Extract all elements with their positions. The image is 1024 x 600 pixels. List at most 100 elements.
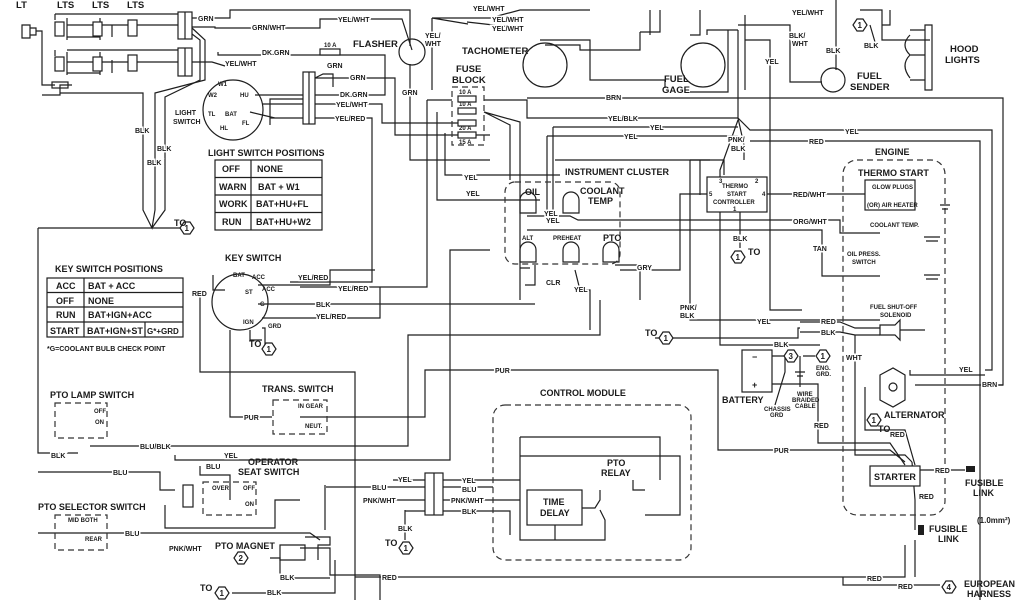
table-cell: WORK — [219, 199, 248, 209]
hood-lights-label: HOOD — [950, 44, 979, 55]
fuel-gage-symbol — [680, 42, 726, 88]
wire-label: YEL — [624, 134, 638, 141]
table-cell: BAT+HU+W2 — [256, 217, 311, 227]
key-switch-label: KEY SWITCH — [225, 253, 281, 263]
terminal-label: HU — [240, 93, 249, 99]
connector-number: 1 — [736, 253, 741, 262]
wire-label: DK.GRN — [262, 50, 290, 57]
table-cell: RUN — [222, 217, 242, 227]
wire-label: RED — [809, 139, 824, 146]
eng-grd-label: ENG. — [816, 366, 831, 372]
wire-label: RED — [814, 423, 829, 430]
fusible-link-label: FUSIBLE — [965, 478, 1004, 488]
wire-label: GRN/WHT — [252, 25, 286, 32]
pin-label: 4 — [762, 192, 766, 198]
light-switch-label: LIGHT — [175, 110, 197, 117]
trans-switch-label: TRANS. SWITCH — [262, 384, 334, 394]
terminal-label: G — [260, 302, 265, 308]
connector-number: 4 — [947, 583, 952, 592]
fusible-link-2 — [918, 525, 924, 535]
wire-label: WHT — [846, 355, 863, 362]
pto-magnet-symbol — [279, 536, 331, 561]
switch-position: OFF — [243, 486, 255, 492]
terminal-label: ST — [245, 290, 253, 296]
wire-label: YEL — [959, 367, 973, 374]
thermo-start-label: THERMO START — [858, 168, 929, 178]
seat-switch-label: OPERATOR — [248, 457, 299, 467]
wire-label: RED — [867, 576, 882, 583]
wire-label: WHT — [425, 41, 442, 48]
wire-label: YEL — [546, 218, 560, 225]
wire-label: CLR — [546, 280, 560, 287]
to-label: TO — [748, 247, 760, 257]
connector-number: 1 — [185, 224, 190, 233]
chassis-grd-label: GRD — [770, 413, 784, 419]
fuel-sender-label: FUEL — [857, 71, 882, 82]
wire-label: RED — [192, 291, 207, 298]
wire-label: GRN — [402, 90, 418, 97]
wire-label: PNK/WHT — [451, 498, 484, 505]
wire-label: YEL/WHT — [338, 17, 370, 24]
connector-1: 1TO — [866, 413, 890, 434]
air-heater-label: (OR) AIR HEATER — [867, 203, 918, 209]
connector-4: 4 — [941, 580, 957, 594]
switch-position: REAR — [85, 537, 103, 543]
light-switch-positions-table: LIGHT SWITCH POSITIONS OFF NONE WARN BAT… — [208, 148, 325, 231]
braided-cable-label: CABLE — [795, 404, 816, 410]
wire-label: YEL/WHT — [473, 6, 505, 13]
connector-1: 1TO — [200, 583, 230, 600]
ground-symbols — [795, 204, 950, 377]
table-cell: BAT + ACC — [88, 281, 136, 291]
pin-label: 1 — [733, 207, 737, 213]
alt-gauge-label: ALT — [522, 236, 534, 242]
hood-lights-label: LIGHTS — [945, 55, 980, 66]
thermo-controller-label: THERMO — [722, 184, 748, 190]
component-labels: LT LTS LTS LTS HOOD LIGHTS FLASHER TACHO… — [16, 0, 1015, 599]
light-switch-symbol — [202, 79, 264, 141]
time-delay-box — [526, 489, 583, 526]
braided-cable-label: BRAIDED — [792, 398, 820, 404]
wire-label: YEL/WHT — [492, 17, 524, 24]
fuel-sender-symbol — [820, 67, 846, 93]
connector-number: 2 — [239, 554, 244, 563]
wire-label: BLU — [206, 464, 220, 471]
switch-position: MID BOTH — [68, 518, 98, 524]
coolant-gauge-label: TEMP — [588, 196, 613, 206]
switch-position: ON — [245, 502, 254, 508]
terminal-label: TL — [208, 112, 216, 118]
lts-label: LTS — [92, 0, 109, 11]
connector-number: 1 — [858, 21, 863, 30]
wire-label: BLK — [733, 236, 747, 243]
time-delay-label: TIME — [543, 497, 565, 507]
fusible-link-1 — [966, 466, 975, 472]
fuse-block-label: BLOCK — [452, 75, 486, 86]
pto-lamp-switch-label: PTO LAMP SWITCH — [50, 390, 134, 400]
light-switch-label: SWITCH — [173, 119, 201, 126]
wire-label: PNK/ — [728, 137, 745, 144]
wire-label: PUR — [774, 448, 789, 455]
switch-position: ON — [95, 420, 104, 426]
wire-label: YEL/WHT — [792, 10, 824, 17]
terminal-label: W1 — [218, 82, 228, 88]
pto-relay-label: RELAY — [601, 468, 631, 478]
to-label: TO — [385, 538, 397, 548]
wire-label: YEL — [845, 129, 859, 136]
terminal-label: HL — [220, 126, 228, 132]
fusible-link-label: LINK — [973, 488, 994, 498]
to-label: TO — [249, 339, 261, 349]
wire-label: PUR — [495, 368, 510, 375]
glow-plugs-label: GLOW PLUGS — [872, 185, 913, 191]
terminal-label: GRD — [268, 324, 282, 330]
gauge-bulbs — [519, 191, 620, 263]
fusible-link-label: FUSIBLE — [929, 524, 968, 534]
table-cell: BAT+IGN+ST — [87, 326, 143, 336]
wire-label: BLK — [731, 146, 745, 153]
table-cell: BAT+IGN+ACC — [88, 310, 152, 320]
table-cell: BAT + W1 — [258, 182, 300, 192]
wire-label: BLU/BLK — [140, 444, 171, 451]
fuel-gage-label: GAGE — [662, 85, 690, 96]
trans-switch-outline — [272, 399, 328, 435]
wire-label: BLK — [864, 43, 878, 50]
starter-label: STARTER — [874, 472, 916, 482]
switch-position: OVER — [212, 486, 230, 492]
